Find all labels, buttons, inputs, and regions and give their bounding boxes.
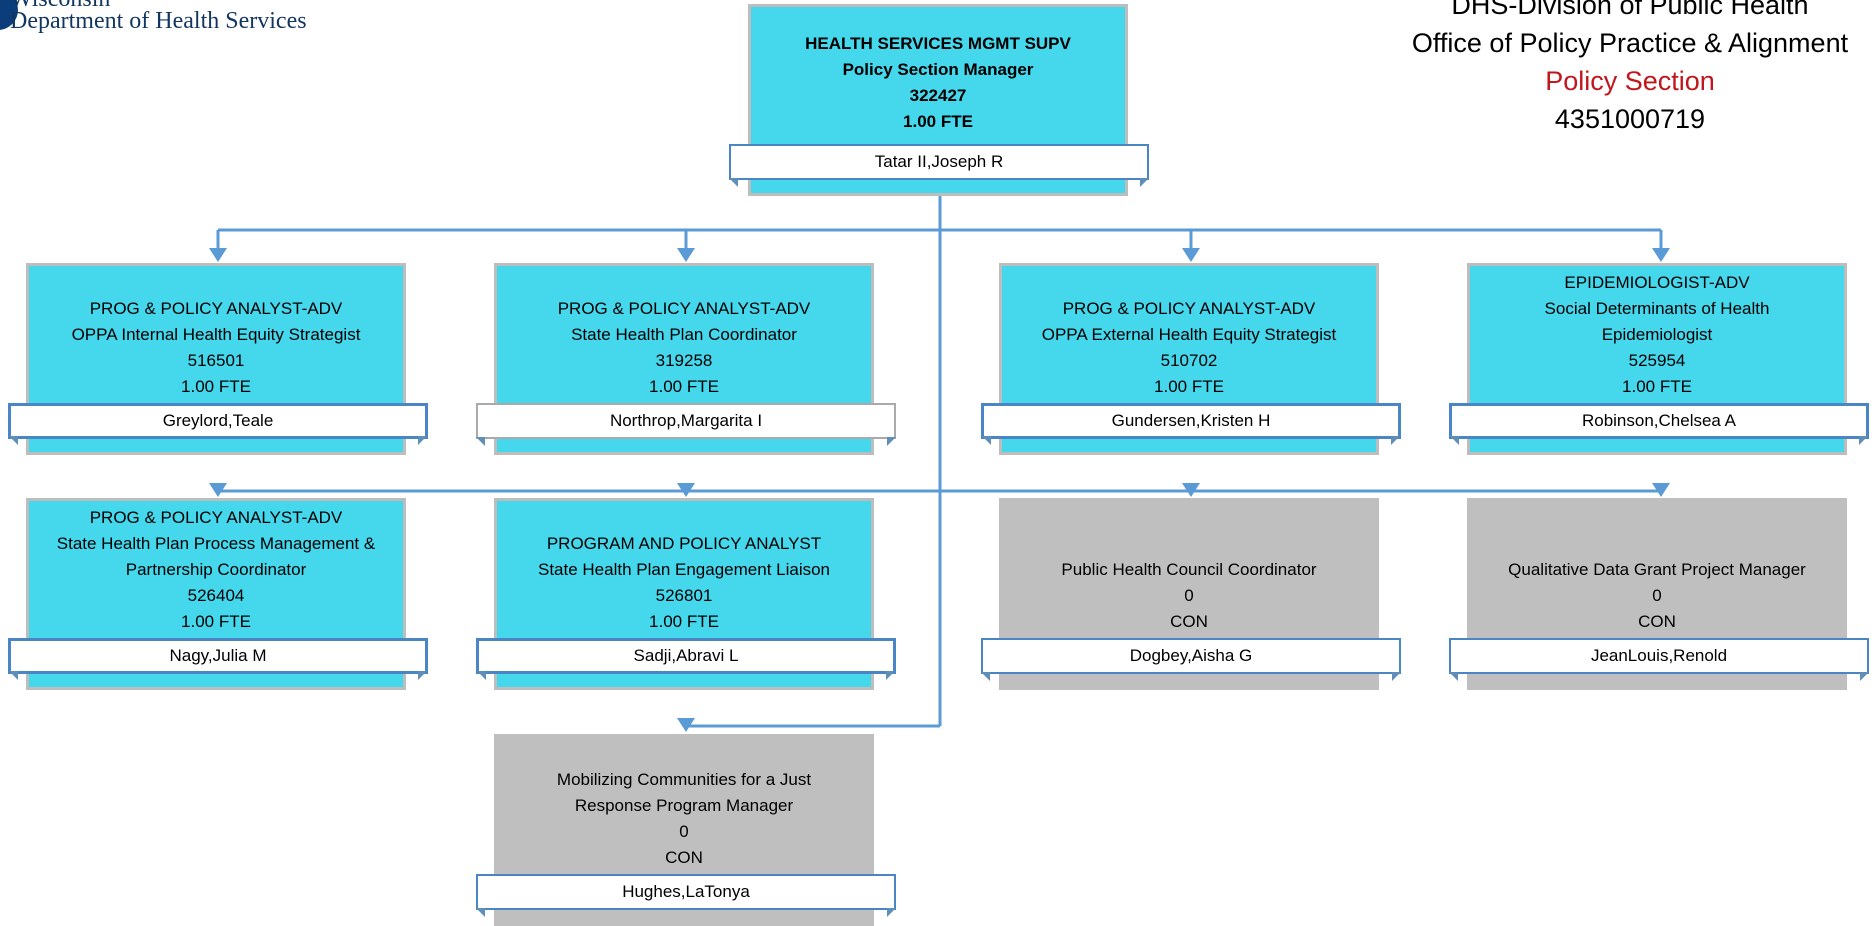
position-classification: PROG & POLICY ANALYST-ADV — [89, 299, 343, 318]
position-classification: EPIDEMIOLOGIST-ADV — [1564, 273, 1750, 292]
position-title: State Health Plan Process Management & — [56, 534, 376, 553]
position-title-line2: Response Program Manager — [574, 796, 794, 815]
position-number: 510702 — [1160, 351, 1218, 370]
position-classification: PROG & POLICY ANALYST-ADV — [1062, 299, 1316, 318]
manager-position-number: 322427 — [909, 86, 967, 105]
incumbent-name: JeanLouis,Renold — [1449, 638, 1869, 681]
position-title: OPPA Internal Health Equity Strategist — [71, 325, 361, 344]
position-number: 319258 — [655, 351, 713, 370]
position-title: State Health Plan Engagement Liaison — [537, 560, 831, 579]
division-title: DHS-Division of Public Health — [1451, 0, 1809, 20]
manager-incumbent: Tatar II,Joseph R — [729, 144, 1149, 187]
position-fte: 1.00 FTE — [1154, 377, 1224, 396]
position-number: 525954 — [1628, 351, 1686, 370]
position-fte: 1.00 FTE — [649, 377, 719, 396]
incumbent-name: Dogbey,Aisha G — [981, 638, 1401, 681]
incumbent-name: Hughes,LaTonya — [476, 874, 896, 917]
position-title: OPPA External Health Equity Strategist — [1041, 325, 1337, 344]
position-title: State Health Plan Coordinator — [571, 325, 797, 344]
position-text: PROGRAM AND POLICY ANALYST State Health … — [497, 531, 871, 635]
position-fte: CON — [1638, 612, 1676, 631]
dhs-seal-icon — [0, 0, 18, 30]
position-text: Qualitative Data Grant Project Manager 0… — [1470, 557, 1844, 635]
position-text: EPIDEMIOLOGIST-ADV Social Determinants o… — [1470, 270, 1844, 400]
incumbent-name: Robinson,Chelsea A — [1449, 403, 1869, 445]
position-title-line2: Epidemiologist — [1601, 325, 1713, 344]
incumbent-name: Gundersen,Kristen H — [981, 403, 1401, 445]
position-classification: PROG & POLICY ANALYST-ADV — [89, 508, 343, 527]
position-fte: 1.00 FTE — [649, 612, 719, 631]
chart-header: DHS-Division of Public Health Office of … — [1360, 0, 1875, 138]
position-number: 526404 — [187, 586, 245, 605]
incumbent-name: Sadji,Abravi L — [476, 638, 896, 680]
manager-classification: HEALTH SERVICES MGMT SUPV — [805, 34, 1071, 53]
position-title: Public Health Council Coordinator — [1061, 560, 1317, 579]
incumbent-name: Northrop,Margarita I — [476, 403, 896, 446]
manager-fte: 1.00 FTE — [903, 112, 973, 131]
position-number: 0 — [1184, 586, 1194, 605]
position-number: 0 — [679, 822, 689, 841]
position-text: PROG & POLICY ANALYST-ADV OPPA Internal … — [29, 296, 403, 400]
section-title: Policy Section — [1545, 66, 1715, 96]
position-text: Public Health Council Coordinator 0 CON — [1002, 557, 1376, 635]
position-text: Mobilizing Communities for a Just Respon… — [497, 767, 871, 871]
logo-state: Wisconsin — [10, 0, 110, 13]
position-number: 526801 — [655, 586, 713, 605]
position-number: 516501 — [187, 351, 245, 370]
position-fte: 1.00 FTE — [1622, 377, 1692, 396]
dhs-logo: Wisconsin Department of Health Services — [0, 0, 360, 46]
position-text: PROG & POLICY ANALYST-ADV State Health P… — [497, 296, 871, 400]
office-title: Office of Policy Practice & Alignment — [1411, 28, 1849, 58]
position-number: 0 — [1652, 586, 1662, 605]
position-title: Social Determinants of Health — [1544, 299, 1770, 318]
position-title-line2: Partnership Coordinator — [125, 560, 307, 579]
position-classification: PROG & POLICY ANALYST-ADV — [557, 299, 811, 318]
position-text: PROG & POLICY ANALYST-ADV OPPA External … — [1002, 296, 1376, 400]
position-fte: CON — [1170, 612, 1208, 631]
incumbent-name: Nagy,Julia M — [8, 638, 428, 680]
position-fte: CON — [665, 848, 703, 867]
position-title: Qualitative Data Grant Project Manager — [1508, 560, 1806, 579]
logo-department: Department of Health Services — [10, 8, 307, 34]
position-fte: 1.00 FTE — [181, 377, 251, 396]
position-fte: 1.00 FTE — [181, 612, 251, 631]
section-code: 4351000719 — [1554, 104, 1706, 134]
position-text: PROG & POLICY ANALYST-ADV State Health P… — [29, 505, 403, 635]
position-classification: PROGRAM AND POLICY ANALYST — [546, 534, 822, 553]
position-title: Mobilizing Communities for a Just — [556, 770, 812, 789]
manager-position-text: HEALTH SERVICES MGMT SUPV Policy Section… — [751, 31, 1125, 135]
incumbent-name: Greylord,Teale — [8, 403, 428, 445]
manager-title: Policy Section Manager — [842, 60, 1034, 79]
